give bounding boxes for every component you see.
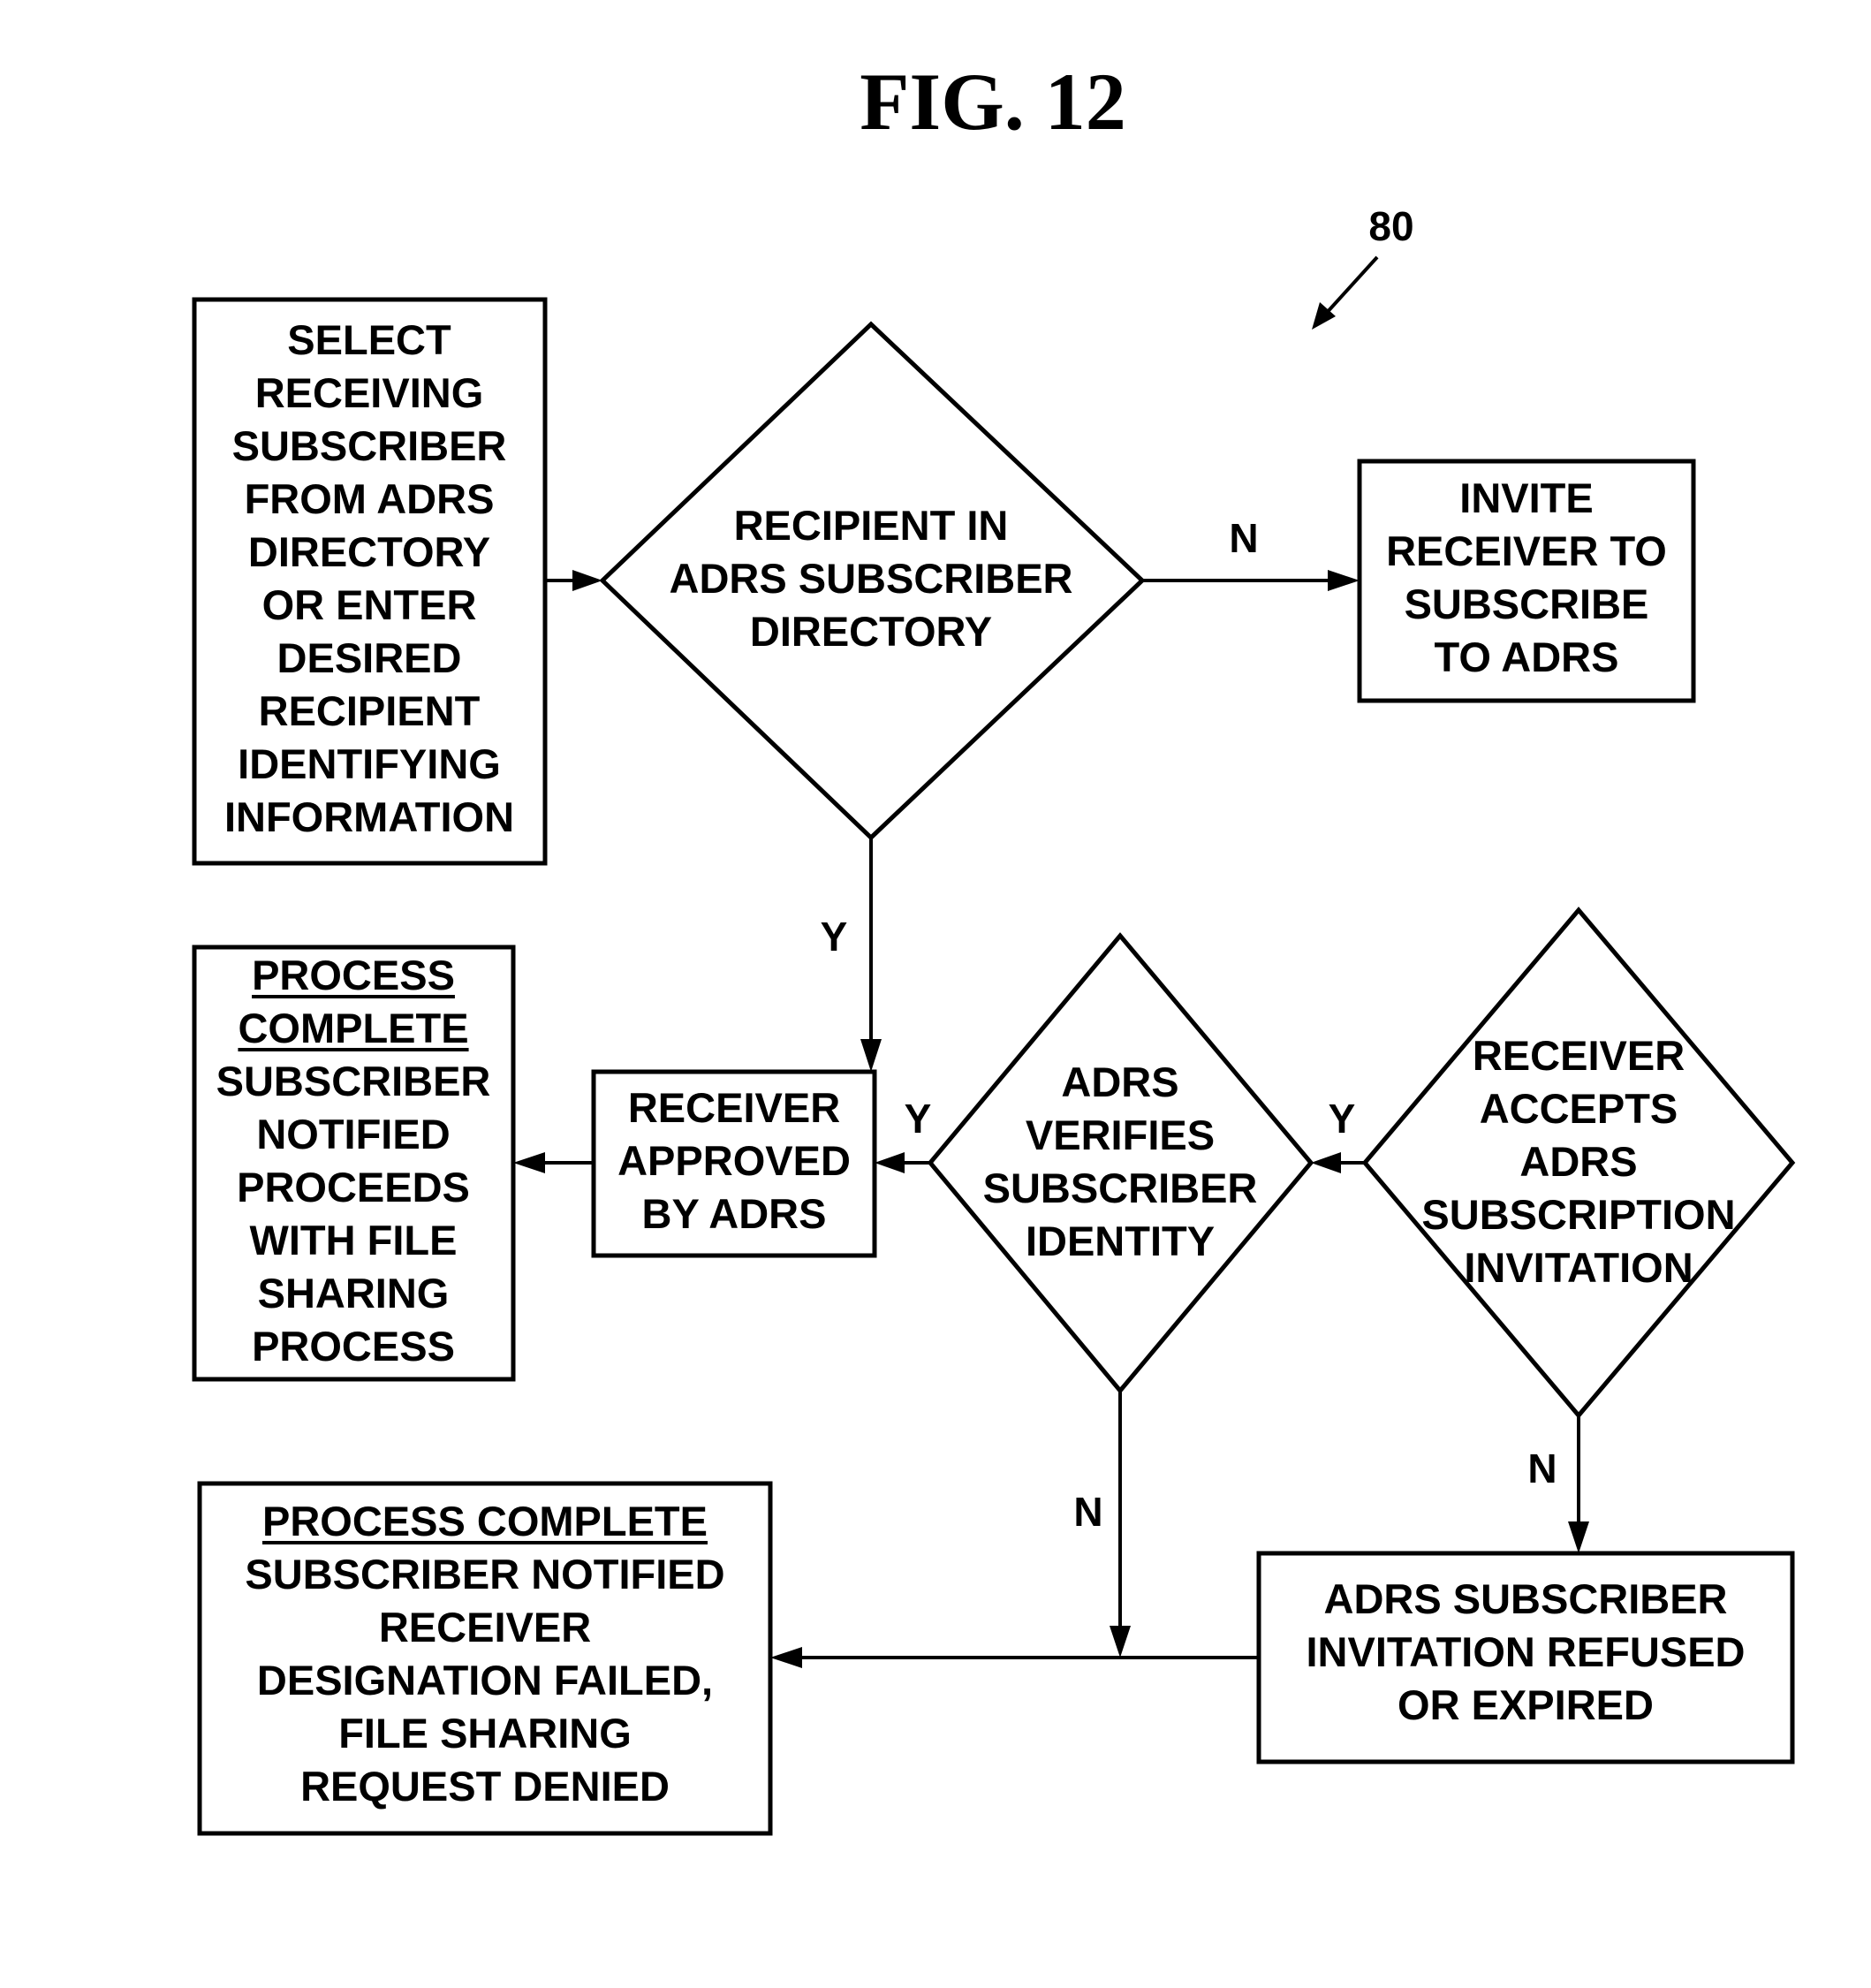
node-text-line: APPROVED — [617, 1137, 851, 1184]
edge-label-n-verify: N — [1073, 1489, 1102, 1535]
node-text-line: IDENTITY — [1026, 1218, 1215, 1264]
node-text-line: DIRECTORY — [750, 608, 992, 655]
node-text-line: ADRS SUBSCRIBER — [670, 555, 1073, 602]
node-text-line: RECIPIENT — [259, 687, 481, 734]
node-text-line: RECIPIENT IN — [734, 502, 1009, 549]
node-text-line: RECEIVING — [255, 369, 484, 416]
node-text-line: ADRS — [1061, 1058, 1178, 1105]
node-text-line: IDENTIFYING — [238, 740, 501, 787]
edge-decision-yes-to-approved — [860, 838, 882, 1072]
node-text-line: OR EXPIRED — [1398, 1681, 1654, 1728]
edge-verify-yes-to-approved — [875, 1152, 930, 1173]
node-text-line: RECEIVER — [628, 1084, 840, 1131]
edge-select-to-decision — [545, 570, 602, 591]
node-text-line: SUBSCRIPTION — [1421, 1191, 1735, 1238]
node-text-line: PROCESS COMPLETE — [262, 1498, 708, 1544]
node-text-line: FROM ADRS — [245, 475, 495, 522]
node-text-line: DESIRED — [277, 634, 462, 681]
node-text-line: WITH FILE — [250, 1217, 458, 1263]
node-text-line: SUBSCRIBE — [1405, 580, 1649, 627]
node-text-line: SHARING — [258, 1270, 450, 1316]
node-text-line: BY ADRS — [642, 1190, 827, 1237]
edge-accept-yes-to-verify — [1311, 1152, 1365, 1173]
edge-refused-to-denied — [770, 1647, 1259, 1668]
node-text-line: RECEIVER TO — [1386, 527, 1667, 574]
edge-label-n-accept: N — [1527, 1445, 1557, 1491]
node-text-line: SUBSCRIBER — [232, 422, 507, 469]
reference-numeral: 80 — [1368, 203, 1413, 249]
figure-title: FIG. 12 — [860, 57, 1126, 147]
node-text-line: PROCEEDS — [237, 1164, 470, 1210]
node-text-line: DESIGNATION FAILED, — [257, 1657, 713, 1703]
node-adrs-verifies-identity-diamond — [930, 936, 1311, 1391]
node-text-line: ADRS SUBSCRIBER — [1324, 1575, 1728, 1622]
node-text-line: RECEIVER — [1473, 1032, 1685, 1079]
edge-label-y-accept: Y — [1329, 1096, 1356, 1142]
node-text-line: SELECT — [287, 316, 451, 363]
node-text-line: SUBSCRIBER — [216, 1058, 491, 1104]
node-text-line: TO ADRS — [1435, 634, 1619, 680]
reference-arrow — [1312, 257, 1377, 330]
node-text-line: RECEIVER — [379, 1604, 591, 1650]
edge-label-n-invite: N — [1229, 515, 1258, 561]
node-receiver-approved-text: RECEIVER APPROVED BY ADRS — [617, 1084, 851, 1237]
edge-decision-no-to-invite — [1142, 570, 1360, 591]
edge-approved-to-success — [513, 1152, 594, 1173]
node-text-line: SUBSCRIBER NOTIFIED — [245, 1551, 724, 1597]
node-text-line: VERIFIES — [1026, 1112, 1215, 1158]
node-text-line: PROCESS — [252, 1323, 455, 1370]
edge-verify-no-to-denied — [1110, 1391, 1131, 1658]
node-text-line: NOTIFIED — [256, 1111, 450, 1157]
node-text-line: INVITE — [1459, 474, 1593, 521]
edge-label-y-verify: Y — [905, 1096, 932, 1142]
node-text-line: DIRECTORY — [248, 528, 490, 575]
node-text-line: INFORMATION — [224, 793, 514, 840]
node-text-line: INVITATION — [1464, 1244, 1693, 1291]
node-text-line: ADRS — [1519, 1138, 1637, 1185]
node-text-line: ACCEPTS — [1480, 1085, 1678, 1132]
edge-label-y-approved: Y — [821, 914, 848, 960]
node-text-line: PROCESS — [252, 952, 455, 998]
node-text-line: INVITATION REFUSED — [1307, 1628, 1746, 1675]
node-text-line: SUBSCRIBER — [983, 1165, 1258, 1211]
node-text-line: COMPLETE — [238, 1005, 468, 1051]
edge-accept-no-to-refused — [1568, 1415, 1589, 1553]
node-text-line: FILE SHARING — [338, 1710, 632, 1757]
node-text-line: OR ENTER — [262, 581, 477, 628]
node-text-line: REQUEST DENIED — [300, 1763, 670, 1810]
